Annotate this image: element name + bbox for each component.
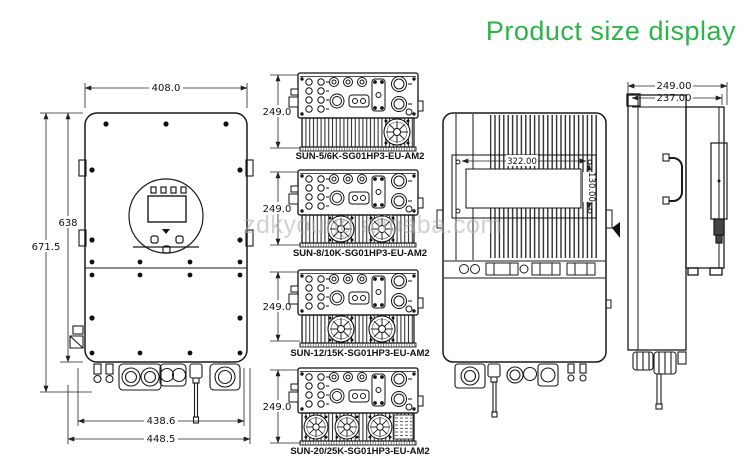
back-bottom-connectors (454, 363, 587, 418)
dim-label-322: 322.00 (507, 157, 537, 167)
front-view-drawing: 408.0 638 671.5 (32, 81, 254, 445)
bottom-view-20-25k: 249.0 SUN-20/25K-SG01HP3-EU-AM2 (263, 367, 430, 457)
back-side-clips (436, 209, 620, 309)
bottom-view-5-6k: 249.0 SUN-5/6K-SG01HP3-EU-AM2 (263, 72, 425, 162)
front-side-clips (69, 159, 254, 349)
side-handle (662, 153, 683, 205)
side-dims: 249.00 237.00 (627, 80, 728, 105)
front-dim-bottom-widths: 438.6 448.5 (67, 368, 251, 445)
back-terminal-row (444, 260, 605, 279)
back-view-drawing: 322.00 130.00 (436, 112, 620, 418)
dim-label-638: 638 (58, 218, 77, 229)
page-title: Product size display (485, 16, 736, 46)
front-dim-top-width: 408.0 (84, 81, 248, 108)
dim-label-448: 448.5 (147, 434, 176, 445)
dim-label-671: 671.5 (32, 242, 61, 253)
side-view-drawing: 249.00 237.00 (626, 80, 728, 410)
side-bracket-plate (710, 142, 728, 244)
dim-label-249-1: 249.0 (263, 107, 292, 118)
front-screws (89, 121, 243, 356)
front-dim-heights: 638 671.5 (32, 112, 92, 393)
front-body (84, 112, 248, 363)
dim-label-249-4: 249.0 (263, 402, 292, 413)
bottom-view-8-10k: 249.0 SUN-8/10K-SG01HP3-EU-AM2 (263, 169, 427, 259)
dim-label-438: 438.6 (147, 416, 176, 427)
model-label-20-25k: SUN-20/25K-SG01HP3-EU-AM2 (290, 446, 429, 457)
model-label-8-10k: SUN-8/10K-SG01HP3-EU-AM2 (293, 248, 427, 259)
dim-label-130: 130.00 (586, 172, 596, 202)
dim-label-249-3: 249.0 (263, 302, 292, 313)
bottom-views-drawing: 249.0 SUN-5/6K-SG01HP3-EU-AM2 249.0 SUN-… (263, 72, 430, 457)
back-body (442, 112, 607, 363)
dim-label-249-side: 249.00 (657, 81, 692, 92)
dim-label-408: 408.0 (152, 83, 181, 94)
front-display-pod (128, 178, 204, 254)
model-label-5-6k: SUN-5/6K-SG01HP3-EU-AM2 (296, 151, 425, 162)
side-bottom-connectors (632, 351, 687, 410)
dim-label-237-side: 237.00 (657, 93, 692, 104)
model-label-12-15k: SUN-12/15K-SG01HP3-EU-AM2 (290, 348, 429, 359)
bottom-view-12-15k: 249.0 SUN-12/15K-SG01HP3-EU-AM2 (263, 269, 430, 359)
back-mounting-bracket: 322.00 130.00 (451, 154, 597, 219)
dim-label-249-2: 249.0 (263, 204, 292, 215)
side-profile (626, 93, 725, 351)
